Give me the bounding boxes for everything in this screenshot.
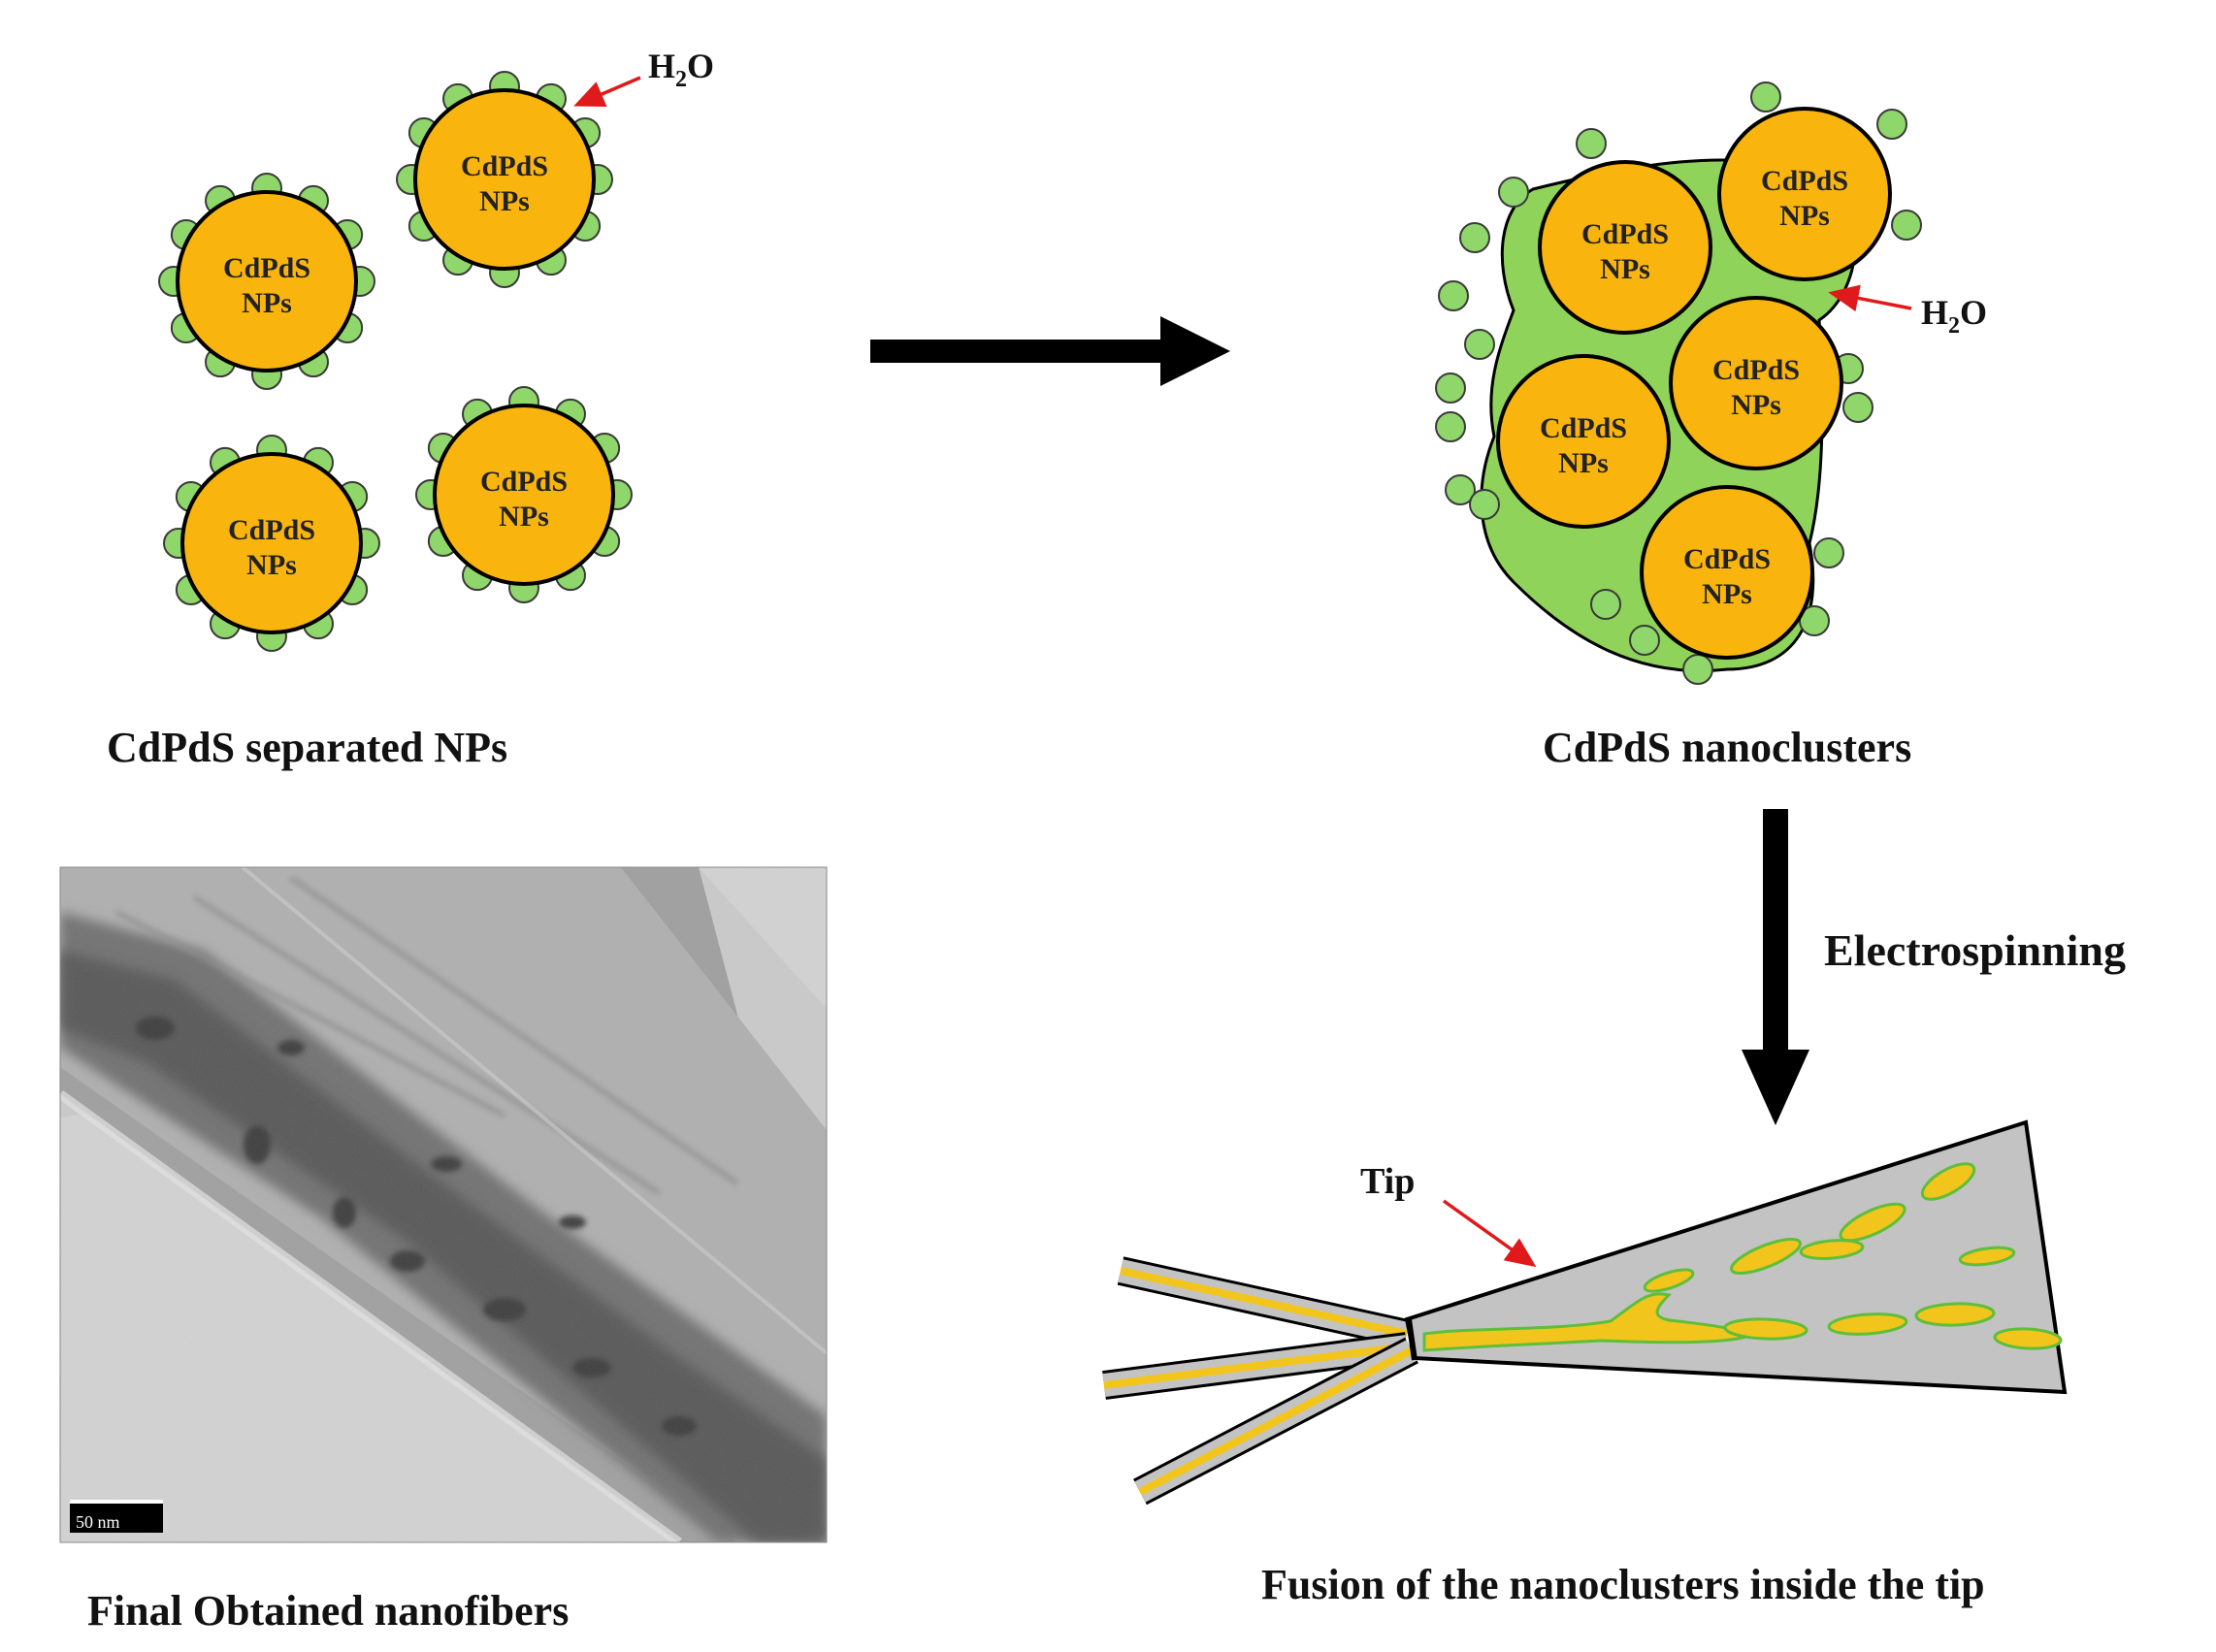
fusing-cluster bbox=[1723, 1317, 1809, 1341]
particle-label-line2: NPs bbox=[499, 501, 549, 533]
water-ligand bbox=[1682, 654, 1713, 685]
particle-core bbox=[180, 452, 363, 634]
particle-label-line2: NPs bbox=[1731, 389, 1781, 421]
fusing-cluster bbox=[1914, 1302, 1996, 1327]
particle-label-line1: CdPdS bbox=[1540, 412, 1627, 444]
water-ligand bbox=[1445, 474, 1476, 505]
particle-label-line2: NPs bbox=[1779, 200, 1830, 232]
separated-caption: CdPdS separated NPs bbox=[107, 724, 507, 771]
fusing-cluster bbox=[1958, 1246, 2016, 1267]
fusing-cluster bbox=[1730, 1237, 1802, 1276]
fusing-cluster bbox=[1799, 1239, 1865, 1260]
particle-core bbox=[1669, 296, 1843, 470]
water-ligand bbox=[1435, 373, 1466, 404]
fiber-strand-top bbox=[1117, 1256, 1411, 1348]
particle-label-line1: CdPdS bbox=[461, 150, 548, 182]
final-caption: Final Obtained nanofibers bbox=[87, 1587, 569, 1635]
particle-label-line1: CdPdS bbox=[1581, 218, 1669, 250]
water-ligand bbox=[1469, 489, 1500, 520]
fusing-cluster bbox=[1643, 1268, 1695, 1293]
fiber-strand-middle bbox=[1102, 1332, 1409, 1400]
particle-label-line2: NPs bbox=[1702, 578, 1752, 610]
cluster-caption: CdPdS nanoclusters bbox=[1543, 724, 1911, 771]
water-ligand bbox=[1842, 392, 1874, 423]
particle-label-line2: NPs bbox=[1600, 253, 1650, 285]
water-ligand bbox=[1750, 81, 1781, 113]
particle-label-line1: CdPdS bbox=[1683, 543, 1771, 575]
scale-bar bbox=[70, 1500, 163, 1533]
tip-label: Tip bbox=[1360, 1161, 1415, 1202]
water-label-cluster: H2O bbox=[1921, 293, 1987, 339]
particle-label-line1: CdPdS bbox=[1761, 165, 1848, 197]
transition-arrow bbox=[870, 316, 1230, 386]
water-pointer-arrow-cluster bbox=[1828, 284, 1912, 312]
particle-label-line1: CdPdS bbox=[1712, 354, 1800, 386]
particle-core bbox=[413, 88, 596, 271]
fiber-strand-bottom bbox=[1133, 1337, 1418, 1506]
water-ligand bbox=[1629, 625, 1660, 656]
fusion-caption: Fusion of the nanoclusters inside the ti… bbox=[1261, 1561, 1985, 1608]
electrospinning-arrow bbox=[1742, 809, 1809, 1125]
water-ligand bbox=[1576, 128, 1607, 159]
water-ligand bbox=[1876, 109, 1907, 140]
particle-core bbox=[1640, 485, 1814, 660]
water-pointer-arrow bbox=[573, 76, 641, 107]
particle-core bbox=[1717, 107, 1892, 281]
water-ligand bbox=[1799, 605, 1830, 636]
fusing-cluster bbox=[1993, 1327, 2063, 1350]
fused-core bbox=[1422, 1292, 1749, 1352]
water-ligand bbox=[1891, 210, 1922, 241]
fusing-cluster bbox=[1839, 1202, 1906, 1243]
tem-micrograph: 50 nm bbox=[59, 866, 828, 1543]
particle-label-line2: NPs bbox=[479, 185, 530, 217]
particle-core bbox=[176, 190, 358, 373]
spinning-tip bbox=[1102, 1119, 2068, 1506]
water-ligand bbox=[1459, 222, 1490, 253]
fusing-nanoclusters bbox=[1643, 1162, 2063, 1350]
particle-core bbox=[1538, 160, 1712, 335]
particle-label-line1: CdPdS bbox=[223, 252, 310, 284]
tip-pointer-arrow bbox=[1442, 1199, 1537, 1268]
water-ligand bbox=[1590, 589, 1621, 620]
water-ligand bbox=[1464, 329, 1495, 360]
water-ligand bbox=[1813, 537, 1844, 568]
fusing-cluster bbox=[1827, 1312, 1908, 1336]
water-ligand bbox=[1438, 280, 1469, 311]
scale-bar-label: 50 nm bbox=[76, 1512, 120, 1532]
water-ligand bbox=[1435, 411, 1466, 442]
particle-label-line2: NPs bbox=[246, 549, 297, 581]
particle-label-line2: NPs bbox=[1558, 447, 1609, 479]
particle-label-line2: NPs bbox=[242, 287, 292, 319]
particle-label-line1: CdPdS bbox=[480, 466, 568, 498]
fusing-cluster bbox=[1920, 1162, 1976, 1201]
water-ligand bbox=[1498, 177, 1529, 208]
process-label: Electrospinning bbox=[1824, 925, 2126, 975]
particle-label-line1: CdPdS bbox=[228, 514, 315, 546]
water-label-top: H2O bbox=[648, 47, 714, 92]
particle-core bbox=[433, 404, 615, 586]
particle-core bbox=[1496, 354, 1671, 529]
